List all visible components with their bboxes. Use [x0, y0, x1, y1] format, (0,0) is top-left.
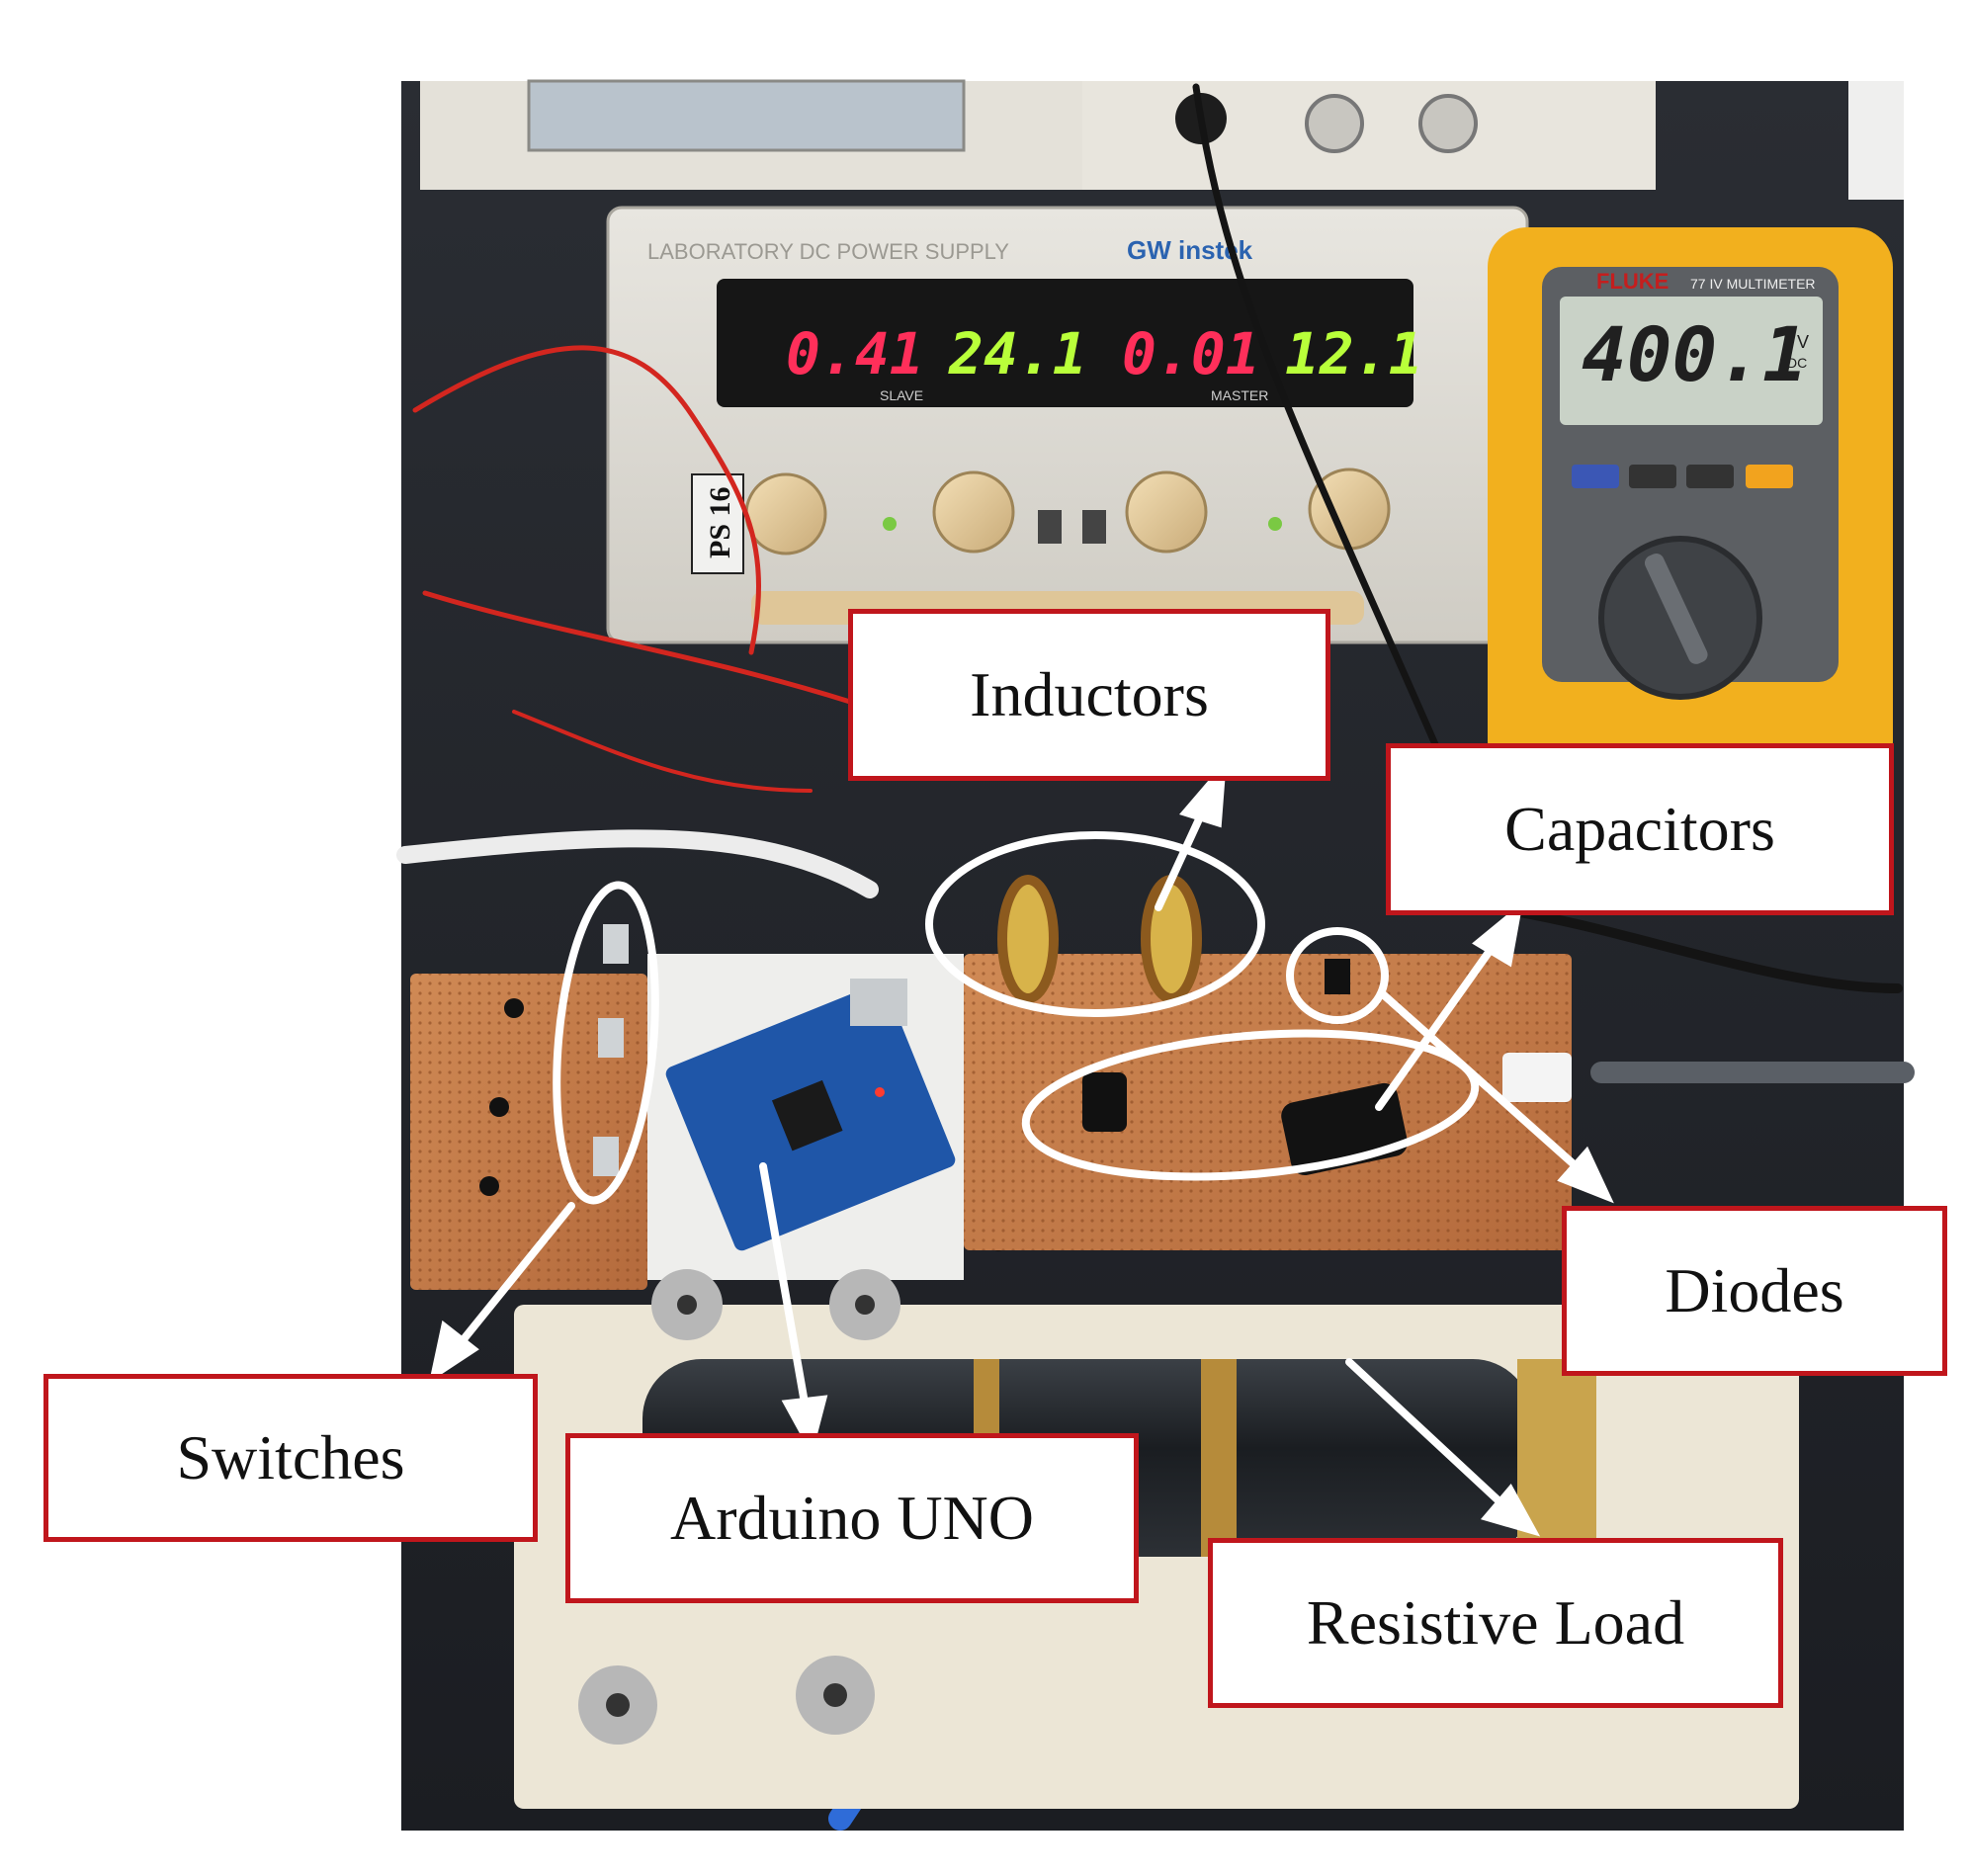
callout-inductors-text: Inductors [970, 659, 1209, 729]
callout-capacitors-text: Capacitors [1504, 794, 1775, 864]
ps-master-current: 0.01 [1122, 320, 1260, 387]
meter-mode: DC [1787, 355, 1807, 371]
dc-power-supply: 0.41 24.1 0.01 12.1 SLAVE MASTER LABORAT… [606, 206, 1529, 644]
multimeter: FLUKE 77 IV MULTIMETER 400.1 V DC [1488, 227, 1893, 781]
callout-resistive-load: Resistive Load [1208, 1538, 1783, 1708]
callout-switches: Switches [43, 1374, 538, 1542]
switches-highlight [553, 881, 659, 1205]
oscilloscope [420, 79, 1904, 200]
callout-inductors: Inductors [848, 609, 1330, 781]
callout-arduino-uno-text: Arduino UNO [670, 1483, 1034, 1553]
meter-model: 77 IV MULTIMETER [1690, 276, 1816, 292]
meter-reading: 400.1 [1582, 310, 1808, 398]
ps-slave-label: SLAVE [880, 387, 923, 403]
ps-station-tag: PS 16 [704, 486, 736, 558]
callout-diodes: Diodes [1562, 1206, 1947, 1376]
ps-slave-voltage: 24.1 [948, 320, 1087, 387]
ps-master-voltage: 12.1 [1285, 320, 1423, 387]
callout-resistive-load-text: Resistive Load [1306, 1587, 1685, 1658]
ps-slave-current: 0.41 [786, 320, 924, 387]
annotation-overlays [553, 831, 1480, 1205]
inductors-highlight [925, 831, 1265, 1017]
arduino-board [647, 954, 964, 1280]
callout-arduino-uno: Arduino UNO [565, 1433, 1139, 1603]
ps-master-label: MASTER [1211, 387, 1268, 403]
callout-diodes-text: Diodes [1665, 1255, 1844, 1325]
meter-brand: FLUKE [1596, 269, 1669, 294]
ps-title: LABORATORY DC POWER SUPPLY [647, 239, 1009, 264]
meter-unit: V [1797, 332, 1809, 352]
switch-board [410, 924, 647, 1290]
capacitors-highlight [1021, 1029, 1480, 1181]
callout-switches-text: Switches [176, 1422, 405, 1492]
callout-capacitors: Capacitors [1386, 743, 1894, 915]
annotation-arrows [429, 759, 1614, 1537]
diode-highlight [1286, 927, 1389, 1024]
